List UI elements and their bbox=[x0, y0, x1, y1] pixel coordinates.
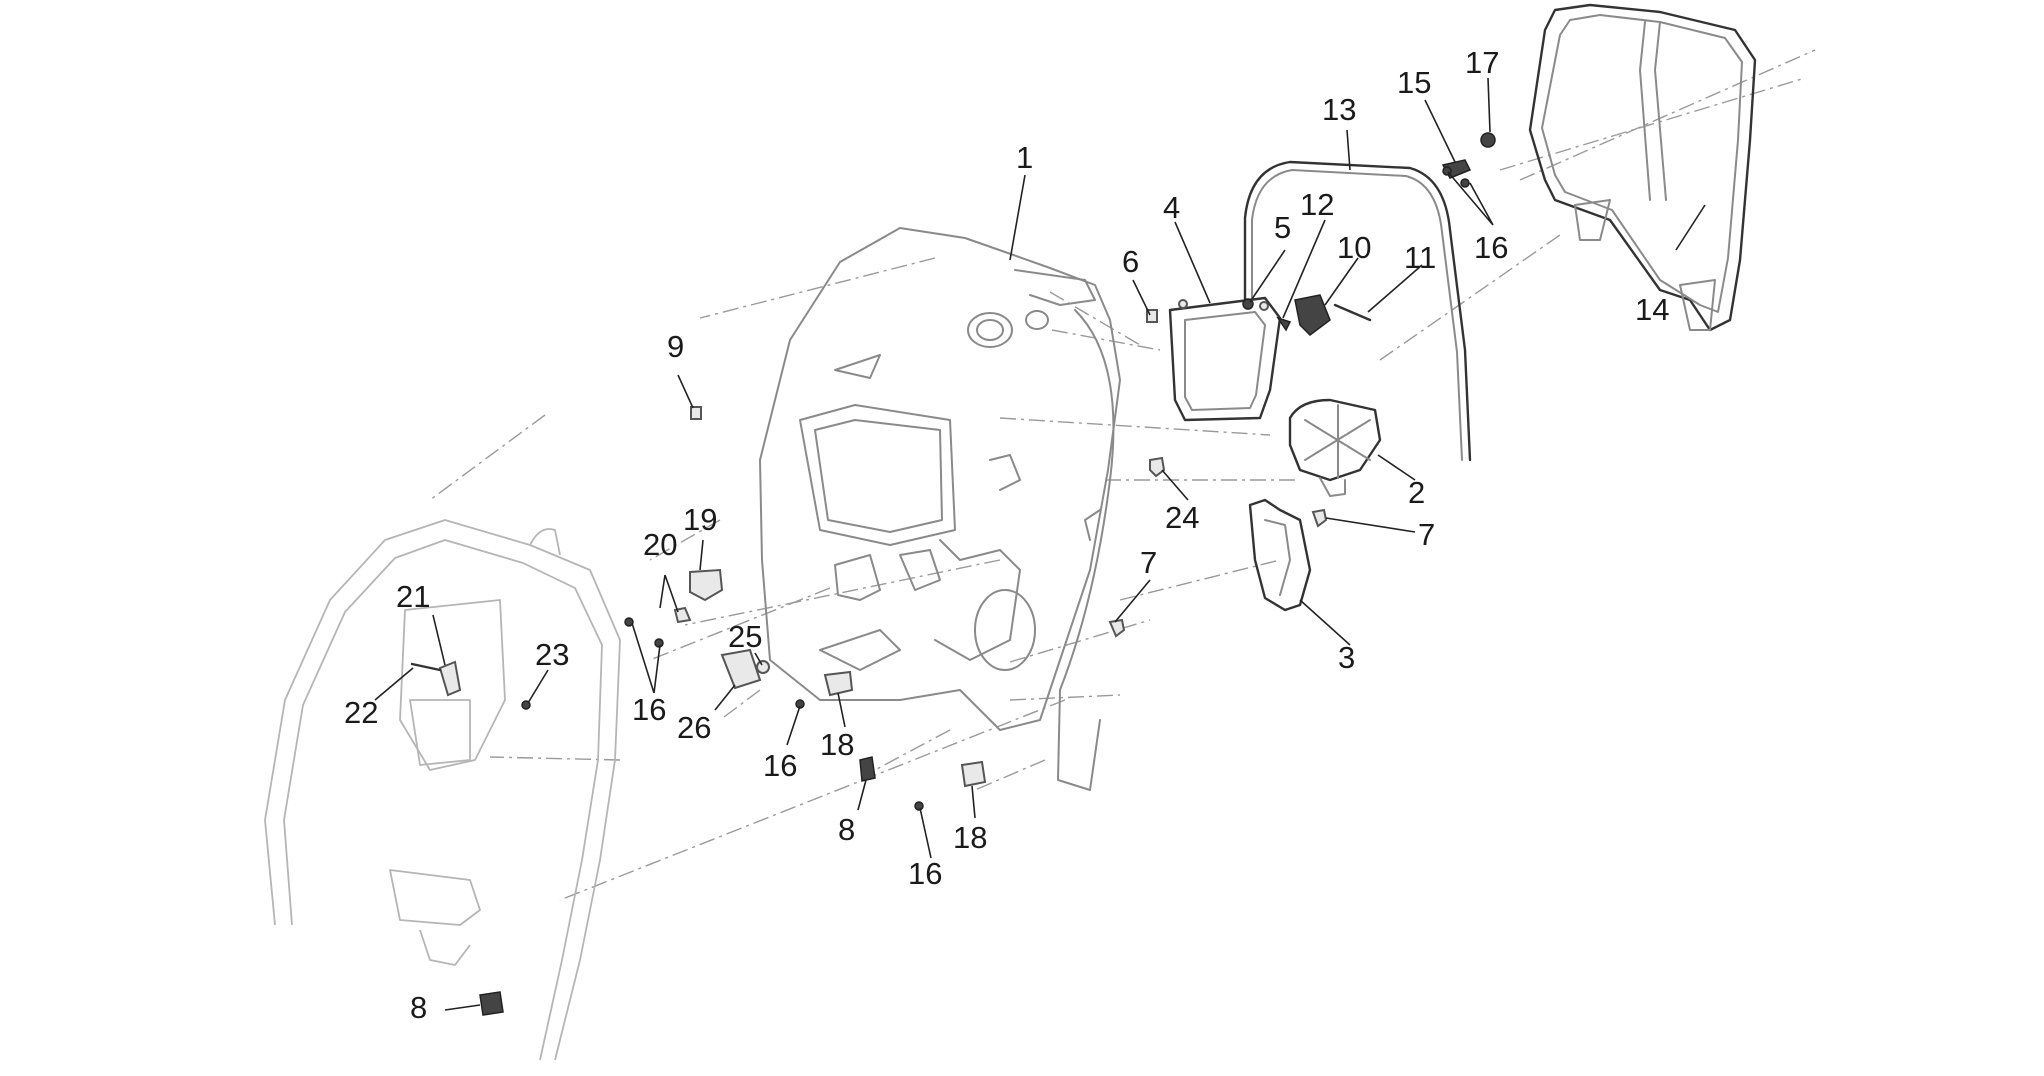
callout-18-lower: 18 bbox=[953, 820, 987, 855]
callout-4: 4 bbox=[1163, 190, 1180, 225]
callout-6: 6 bbox=[1122, 244, 1139, 279]
callout-5: 5 bbox=[1274, 210, 1291, 245]
plate-20 bbox=[673, 606, 692, 624]
callout-24: 24 bbox=[1165, 500, 1199, 535]
callout-16-bottom: 16 bbox=[908, 856, 942, 891]
hardware bbox=[410, 132, 1496, 1016]
leg-shield-part-1 bbox=[759, 227, 1121, 791]
bracket-part-3 bbox=[1248, 498, 1312, 612]
callout-10: 10 bbox=[1337, 230, 1371, 265]
plate-26 bbox=[720, 648, 762, 690]
callout-26: 26 bbox=[677, 710, 711, 745]
callout-13: 13 bbox=[1322, 92, 1356, 127]
clip-8a bbox=[479, 991, 504, 1016]
clip-6 bbox=[1146, 309, 1158, 323]
clip-8b bbox=[859, 756, 876, 782]
callout-7-right: 7 bbox=[1418, 517, 1435, 552]
washer-25 bbox=[756, 660, 770, 674]
callouts: 1 2 3 4 5 6 7 7 8 8 9 10 11 12 13 14 15 … bbox=[344, 45, 1669, 1025]
housing-part-2 bbox=[1288, 398, 1382, 497]
callout-2: 2 bbox=[1408, 475, 1425, 510]
callout-8-middle: 8 bbox=[838, 812, 855, 847]
seal-strip-part-13 bbox=[1243, 160, 1472, 462]
callout-1: 1 bbox=[1016, 140, 1033, 175]
rear-panel-part-14 bbox=[1528, 3, 1757, 332]
callout-22: 22 bbox=[344, 695, 378, 730]
callout-16-left: 16 bbox=[632, 692, 666, 727]
front-shield bbox=[264, 519, 621, 1061]
callout-9: 9 bbox=[667, 329, 684, 364]
callout-15: 15 bbox=[1397, 65, 1431, 100]
callout-16-middle: 16 bbox=[763, 748, 797, 783]
callout-25: 25 bbox=[728, 619, 762, 654]
callout-20: 20 bbox=[643, 527, 677, 562]
callout-7-lower: 7 bbox=[1140, 545, 1157, 580]
callout-18-upper: 18 bbox=[820, 727, 854, 762]
clip-21 bbox=[438, 660, 462, 697]
bracket-19 bbox=[689, 568, 724, 602]
callout-23: 23 bbox=[535, 637, 569, 672]
callout-16-top-right: 16 bbox=[1474, 230, 1508, 265]
screw-7b bbox=[1311, 508, 1328, 528]
callout-12: 12 bbox=[1300, 187, 1334, 222]
callout-21: 21 bbox=[396, 579, 430, 614]
callout-3: 3 bbox=[1338, 640, 1355, 675]
latch-10 bbox=[1294, 294, 1331, 336]
spring-12 bbox=[1276, 316, 1292, 332]
assembly-lines bbox=[429, 49, 1816, 901]
clip-18a bbox=[823, 670, 854, 697]
callout-14: 14 bbox=[1635, 292, 1669, 327]
callout-19: 19 bbox=[683, 502, 717, 537]
callout-17: 17 bbox=[1465, 45, 1499, 80]
screw-24 bbox=[1149, 456, 1166, 478]
glovebox-lid-part-4 bbox=[1168, 296, 1282, 422]
callout-11: 11 bbox=[1404, 240, 1436, 275]
leader-lines bbox=[374, 77, 1706, 1011]
pin-11 bbox=[1333, 303, 1372, 322]
callout-8-bottom: 8 bbox=[410, 990, 427, 1025]
clip-9 bbox=[690, 406, 702, 420]
screw-22 bbox=[410, 662, 442, 672]
clip-18b bbox=[960, 760, 987, 788]
screw-7a bbox=[1108, 618, 1126, 638]
nut-17 bbox=[1480, 132, 1496, 148]
